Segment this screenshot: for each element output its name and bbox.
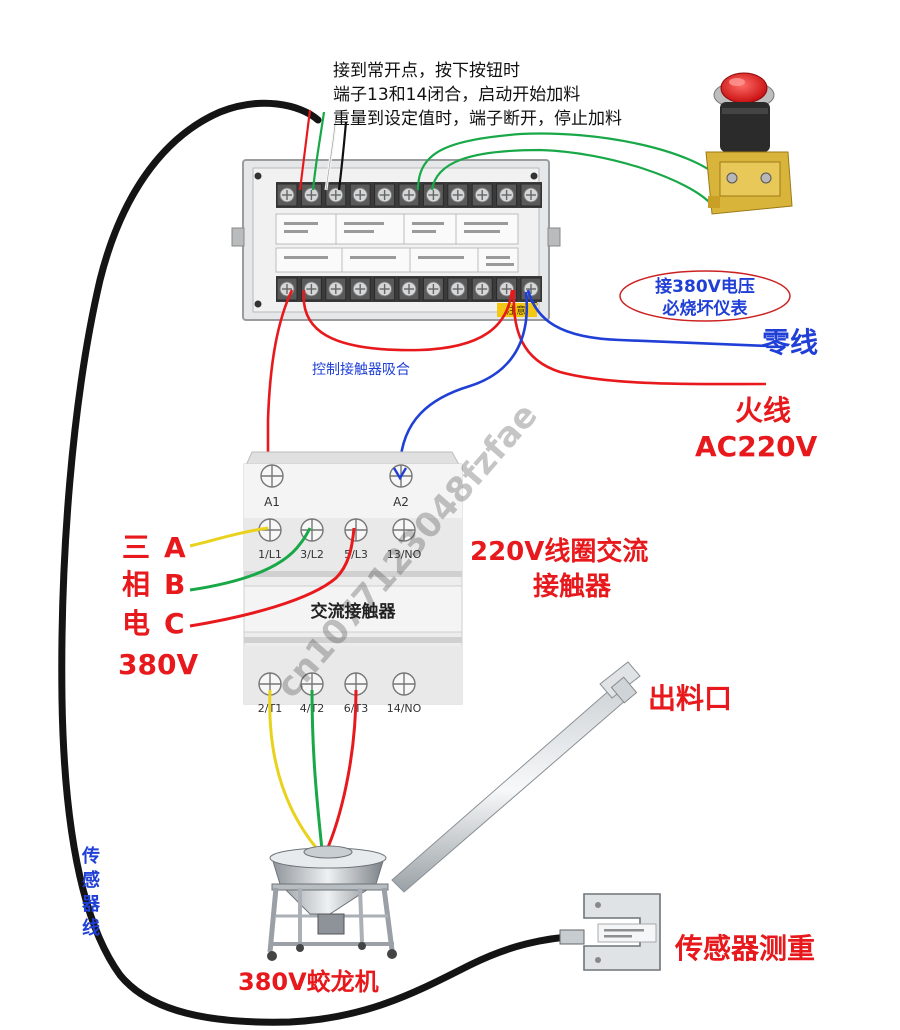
three-phase-char-2: 相 xyxy=(122,568,150,601)
line-terminal-label: 1/L1 xyxy=(258,548,282,561)
terminal-a2-label: A2 xyxy=(393,495,409,509)
push-button-component xyxy=(705,72,793,215)
controller-bottom-screw-8 xyxy=(447,277,469,301)
ac220-label: AC220V xyxy=(695,430,818,463)
controller-unit: 注意 xyxy=(231,159,561,321)
load-terminal-4: 14/NO xyxy=(387,672,422,715)
outlet-label: 出料口 xyxy=(648,682,732,715)
instruction-line-2: 端子13和14闭合，启动开始加料 xyxy=(333,85,580,105)
controller-top-screw-9 xyxy=(471,183,493,207)
line-terminal-label: 13/NO xyxy=(387,548,422,561)
phase-letter-c: C xyxy=(164,607,185,640)
sensor-weigh-label: 传感器测重 xyxy=(674,932,815,965)
auger-machine xyxy=(267,661,641,961)
controller-top-screw-3 xyxy=(325,183,347,207)
controller-top-screw-4 xyxy=(349,183,371,207)
controller-bottom-screw-3 xyxy=(325,277,347,301)
load-terminal-label: 14/NO xyxy=(387,702,422,715)
controller-top-screw-8 xyxy=(447,183,469,207)
controller-bottom-screw-6 xyxy=(398,277,420,301)
warning-ellipse xyxy=(619,270,791,322)
auger-label: 380V蛟龙机 xyxy=(238,968,379,996)
controller-top-screw-10 xyxy=(496,183,518,207)
sensor-line-char-2: 感 xyxy=(82,869,100,891)
warning-line-2: 必烧坏仪表 xyxy=(662,298,749,319)
controller-bottom-screw-10 xyxy=(496,277,518,301)
warning-line-1: 接380V电压 xyxy=(655,276,755,297)
sensor-line-char-3: 器 xyxy=(81,894,101,915)
contactor-type-line-1: 220V线圈交流 xyxy=(470,536,648,567)
sensor-cable xyxy=(58,99,584,1026)
terminal-a1-label: A1 xyxy=(264,495,280,509)
controller-bottom-screw-5 xyxy=(374,277,396,301)
controller-bottom-screw-2 xyxy=(300,277,322,301)
controller-bottom-screw-1 xyxy=(276,277,298,301)
contactor-title: 交流接触器 xyxy=(311,601,397,622)
instruction-line-3: 重量到设定值时，端子断开，停止加料 xyxy=(333,109,622,129)
controller-top-screw-6 xyxy=(398,183,420,207)
controller-top-screw-7 xyxy=(422,183,444,207)
controller-top-screw-2 xyxy=(300,183,322,207)
line-terminal-1: 1/L1 xyxy=(258,518,282,561)
phase-letter-b: B xyxy=(164,568,185,601)
live-label: 火线 xyxy=(735,394,791,427)
controller-bottom-screw-7 xyxy=(422,277,444,301)
controller-bottom-screw-9 xyxy=(471,277,493,301)
three-phase-char-1: 三 xyxy=(122,531,150,564)
phase-letter-a: A xyxy=(164,531,186,564)
sensor-line-char-4: 线 xyxy=(82,917,100,939)
controller-label-fragment: 注意 xyxy=(506,304,526,317)
three-phase-char-3: 电 xyxy=(122,607,150,640)
contactor-pull-label: 控制接触器吸合 xyxy=(312,361,410,378)
terminal-a1 xyxy=(260,464,284,488)
controller-top-screw-5 xyxy=(374,183,396,207)
line-terminal-4: 13/NO xyxy=(387,518,422,561)
three-phase-voltage: 380V xyxy=(118,648,198,681)
controller-top-screw-1 xyxy=(276,183,298,207)
instruction-line-1: 接到常开点，按下按钮时 xyxy=(333,61,520,81)
neutral-label: 零线 xyxy=(762,326,818,359)
load-cell-sensor xyxy=(559,893,661,971)
controller-bottom-screw-4 xyxy=(349,277,371,301)
controller-top-screw-11 xyxy=(520,183,542,207)
contactor-type-line-2: 接触器 xyxy=(533,572,612,602)
sensor-line-char-1: 传 xyxy=(81,845,100,867)
line-terminal-label: 3/L2 xyxy=(300,548,324,561)
load-terminal-3: 6/T3 xyxy=(344,672,368,715)
